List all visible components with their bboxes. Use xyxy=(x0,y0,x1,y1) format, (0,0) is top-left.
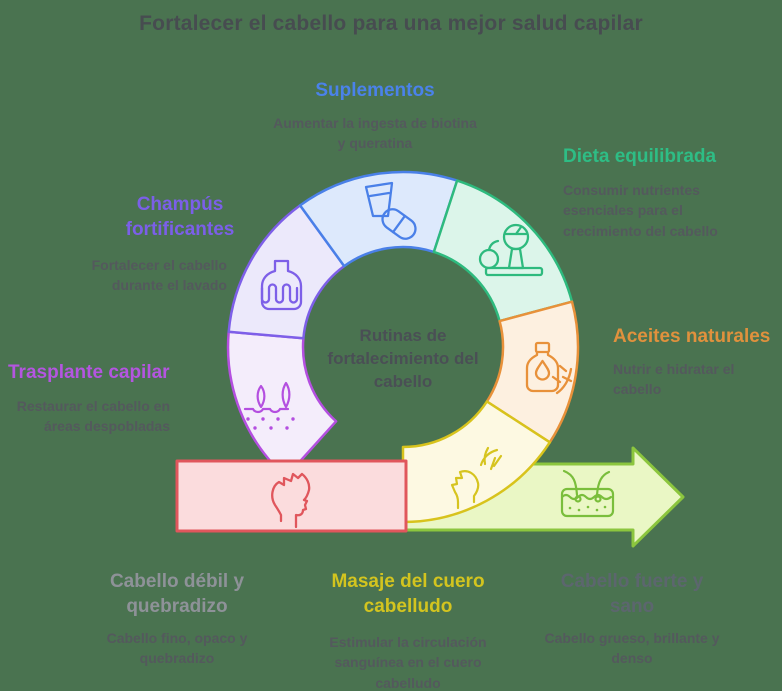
massage-icon xyxy=(450,446,503,510)
label-aceites: Aceites naturales xyxy=(613,326,771,347)
desc-fuerte: Cabello grueso, brillante y denso xyxy=(544,630,720,667)
desc-trasplante: Restaurar el cabello en áreas despoblada… xyxy=(16,398,170,435)
shampoo-icon xyxy=(260,259,303,311)
label-debil: Cabello débil y quebradizo xyxy=(109,571,245,617)
desc-dieta: Consumir nutrientes esenciales para el c… xyxy=(563,182,718,239)
label-champus: Champús fortificantes xyxy=(125,194,235,240)
segment-dieta xyxy=(432,179,574,323)
label-dieta: Dieta equilibrada xyxy=(563,146,717,167)
center-label: Rutinas de fortalecimiento del cabello xyxy=(327,326,479,391)
label-masaje: Masaje del cuero cabelludo xyxy=(331,571,485,617)
transplant-icon xyxy=(243,381,295,430)
weak-hair-icon xyxy=(271,472,311,529)
desc-suplementos: Aumentar la ingesta de biotina y querati… xyxy=(273,115,477,152)
desc-champus: Fortalecer el cabello durante el lavado xyxy=(91,257,227,294)
oils-icon xyxy=(525,341,573,395)
label-suplementos: Suplementos xyxy=(315,80,435,101)
label-fuerte: Cabello fuerte y sano xyxy=(560,571,704,617)
desc-aceites: Nutrir e hidratar el cabello xyxy=(613,361,735,398)
healthy-scalp-icon xyxy=(560,469,615,518)
desc-masaje: Estimular la circulación sanguínea en el… xyxy=(329,634,487,691)
label-trasplante: Trasplante capilar xyxy=(8,362,170,383)
desc-debil: Cabello fino, opaco y quebradizo xyxy=(106,630,248,667)
weak-hair-box xyxy=(175,459,408,533)
supplements-icon xyxy=(364,181,417,240)
diet-icon xyxy=(478,223,544,277)
page-title: Fortalecer el cabello para una mejor sal… xyxy=(139,12,643,35)
